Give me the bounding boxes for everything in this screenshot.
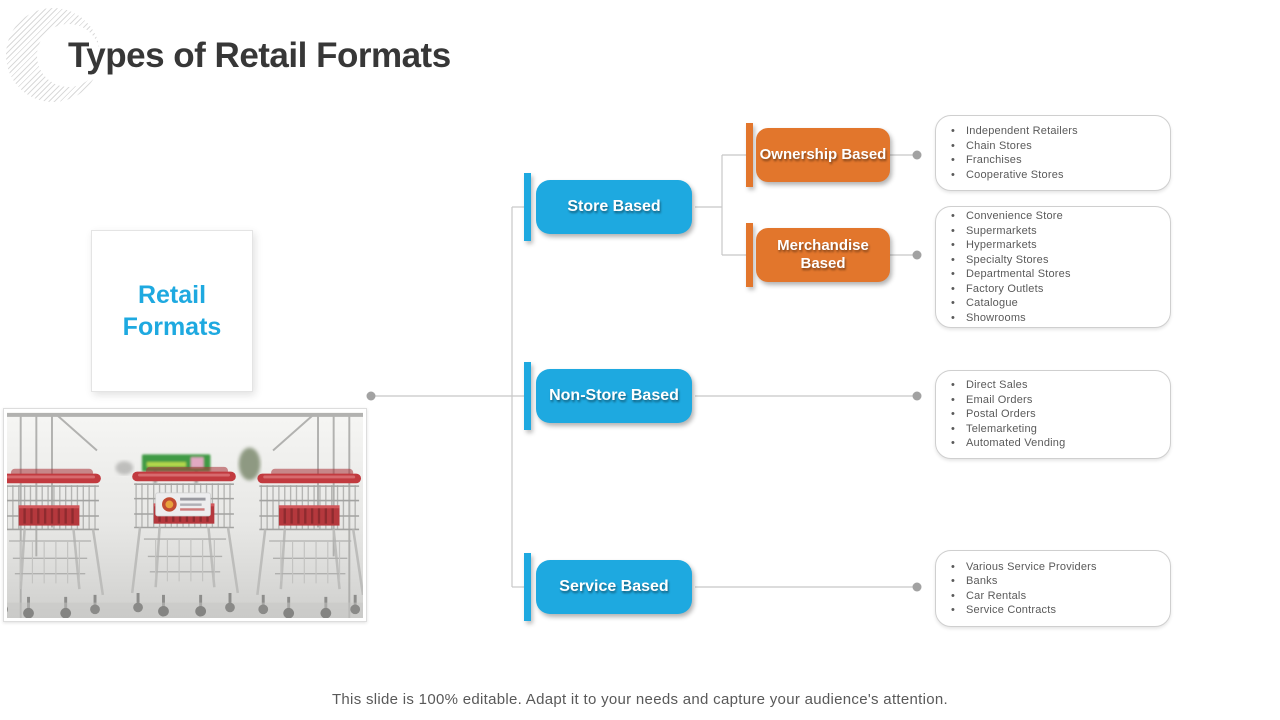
bullet-item: Car Rentals (950, 589, 1097, 604)
bullet-item: Service Contracts (950, 603, 1097, 618)
non-store-based-accent-bar (524, 362, 531, 430)
service-based-list-card: Various Service ProvidersBanksCar Rental… (935, 550, 1171, 627)
node-non-store-based-label: Non-Store Based (549, 387, 679, 404)
bullet-item: Chain Stores (950, 139, 1078, 154)
title-decoration-circle (6, 8, 100, 102)
bullet-item: Automated Vending (950, 436, 1065, 451)
bullet-item: Telemarketing (950, 422, 1065, 437)
bullet-item: Email Orders (950, 393, 1065, 408)
bullet-list-ownership: Independent RetailersChain StoresFranchi… (950, 124, 1078, 182)
bullet-item: Specialty Stores (950, 253, 1071, 268)
ownership-based-accent-bar (746, 123, 753, 187)
bullet-item: Supermarkets (950, 224, 1071, 239)
bullet-item: Catalogue (950, 296, 1071, 311)
bullet-item: Direct Sales (950, 378, 1065, 393)
bullet-item: Departmental Stores (950, 267, 1071, 282)
bullet-item: Postal Orders (950, 407, 1065, 422)
bullet-item: Factory Outlets (950, 282, 1071, 297)
node-ownership-based-label: Ownership Based (759, 146, 887, 163)
footer-note: This slide is 100% editable. Adapt it to… (331, 691, 949, 708)
merchandise-based-accent-bar (746, 223, 753, 287)
root-node-label: Retail Formats (122, 280, 222, 342)
bullet-item: Independent Retailers (950, 124, 1078, 139)
root-node-retail-formats: Retail Formats (91, 230, 253, 392)
bullet-item: Various Service Providers (950, 560, 1097, 575)
node-merchandise-based-label: Merchandise Based (777, 237, 869, 272)
connector-dot (366, 391, 376, 401)
bullet-list-service: Various Service ProvidersBanksCar Rental… (950, 560, 1097, 618)
ownership-based-list-card: Independent RetailersChain StoresFranchi… (935, 115, 1171, 191)
service-based-accent-bar (524, 553, 531, 621)
shopping-carts-illustration (7, 412, 363, 618)
slide-title: Types of Retail Formats (68, 36, 451, 75)
bullet-list-non-store: Direct SalesEmail OrdersPostal OrdersTel… (950, 378, 1065, 451)
node-merchandise-based: Merchandise Based (756, 228, 890, 282)
store-based-accent-bar (524, 173, 531, 241)
shopping-carts-image (3, 408, 367, 622)
connector-dot (912, 250, 922, 260)
merchandise-based-list-card: Convenience StoreSupermarketsHypermarket… (935, 206, 1171, 328)
bullet-item: Hypermarkets (950, 238, 1071, 253)
node-service-based-label: Service Based (559, 578, 669, 595)
connector-dot (912, 582, 922, 592)
bullet-item: Banks (950, 574, 1097, 589)
node-store-based: Store Based (536, 180, 692, 234)
bullet-item: Franchises (950, 153, 1078, 168)
bullet-list-merchandise: Convenience StoreSupermarketsHypermarket… (950, 209, 1071, 325)
bullet-item: Convenience Store (950, 209, 1071, 224)
node-non-store-based: Non-Store Based (536, 369, 692, 423)
connector-dot (912, 150, 922, 160)
connector-dot (912, 391, 922, 401)
bullet-item: Cooperative Stores (950, 168, 1078, 183)
bullet-item: Showrooms (950, 311, 1071, 326)
node-ownership-based: Ownership Based (756, 128, 890, 182)
non-store-based-list-card: Direct SalesEmail OrdersPostal OrdersTel… (935, 370, 1171, 459)
node-service-based: Service Based (536, 560, 692, 614)
node-store-based-label: Store Based (567, 198, 661, 215)
